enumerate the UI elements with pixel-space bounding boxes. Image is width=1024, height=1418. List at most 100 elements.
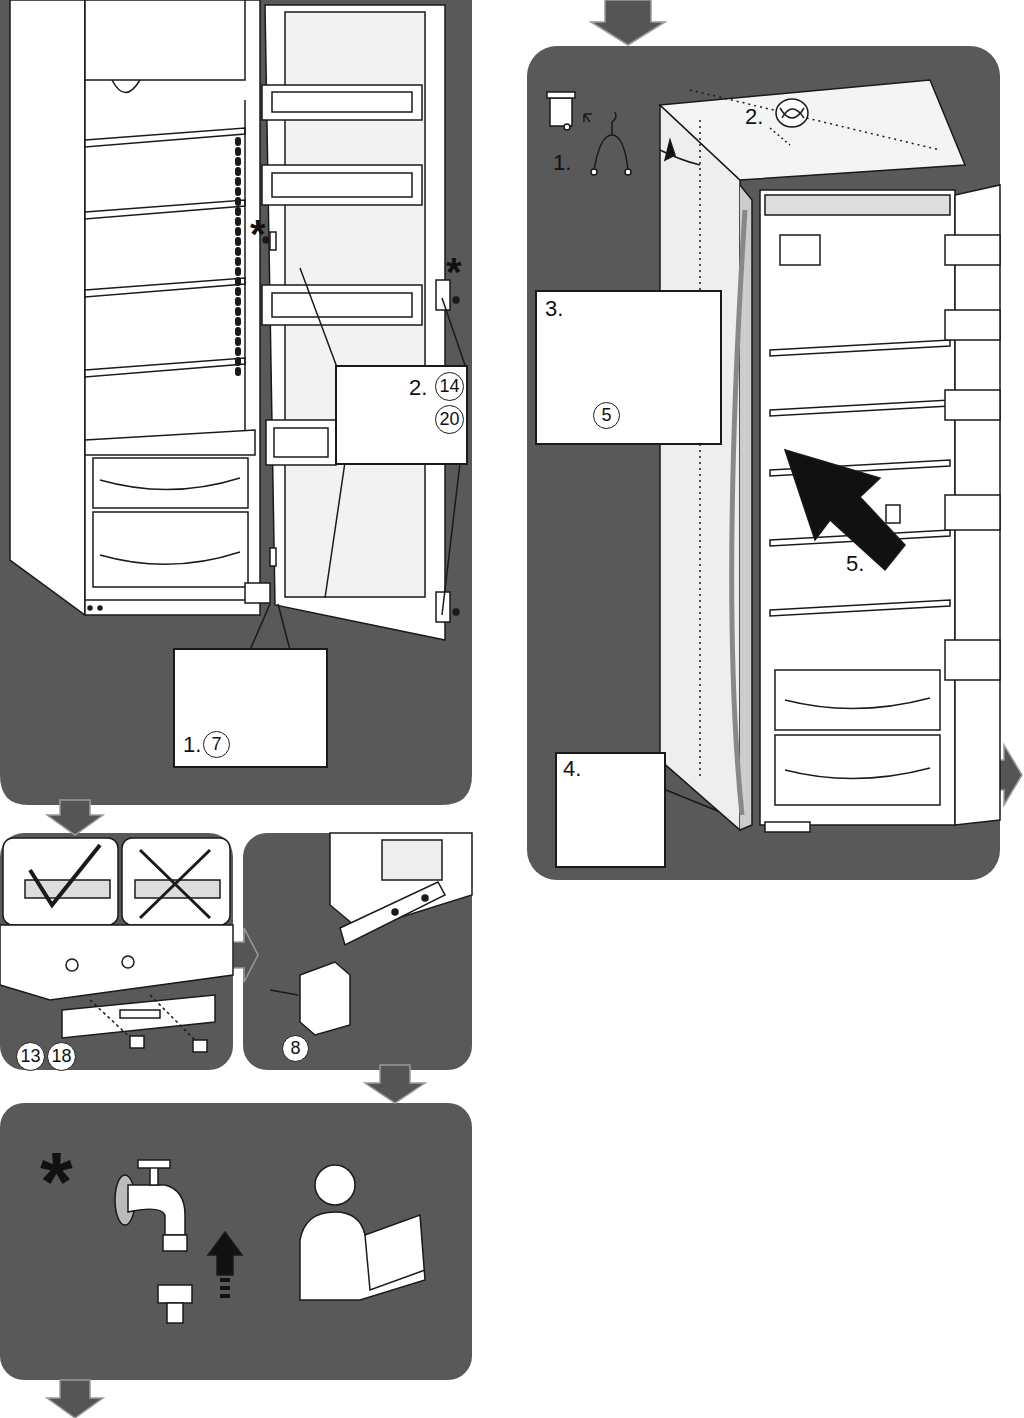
hinge-cover-step-part xyxy=(300,962,350,1035)
step-number: 2. xyxy=(745,106,763,128)
remove-packaging-icons-part xyxy=(776,99,808,127)
fridge-open-part xyxy=(10,0,85,615)
niche-installation-part xyxy=(660,80,965,180)
niche-installation-part xyxy=(770,600,950,616)
niche-installation-part xyxy=(945,640,1000,680)
detail-inset: 1.7 xyxy=(173,648,328,768)
hinge-cover-step-part xyxy=(392,909,398,915)
step-number: 2. xyxy=(409,377,427,399)
detail-inset: 2. 14 20 xyxy=(335,365,468,465)
water-connection-note-part xyxy=(158,1285,192,1303)
fridge-door-part xyxy=(272,92,412,112)
fridge-open-part xyxy=(93,512,248,587)
niche-installation-part xyxy=(665,140,675,160)
fridge-open-part xyxy=(93,458,248,508)
bottom-bracket-step-part xyxy=(62,995,215,1038)
niche-installation-part xyxy=(760,190,955,825)
remove-packaging-icons-part xyxy=(591,169,597,175)
fridge-open-part xyxy=(85,0,260,615)
fridge-open-part xyxy=(85,358,245,377)
remove-packaging-icons-part xyxy=(547,92,575,98)
remove-packaging-icons-part xyxy=(612,112,616,135)
remove-packaging-icons-part xyxy=(780,108,804,118)
fridge-open-part xyxy=(85,278,245,297)
fridge-open xyxy=(10,0,270,615)
leader-lines-part xyxy=(250,604,270,650)
note-asterisk: * xyxy=(446,252,462,292)
step-panels-part xyxy=(0,1103,472,1380)
niche-installation-part xyxy=(765,195,950,215)
water-connection-note-part xyxy=(315,1165,355,1205)
callout-circle: 14 xyxy=(435,372,464,401)
hinge-cover-step-part xyxy=(382,840,442,880)
niche-installation-part xyxy=(690,90,940,150)
callout-number: 5 xyxy=(594,403,619,428)
remove-packaging-icons xyxy=(547,92,808,175)
remove-packaging-icons-part xyxy=(770,128,790,145)
leader-lines-part xyxy=(300,268,338,370)
fridge-door-part xyxy=(270,232,276,250)
bottom-bracket-step-part xyxy=(90,1000,135,1042)
niche-installation-part xyxy=(785,698,930,779)
fridge-open-part xyxy=(98,606,102,610)
fridge-door-part xyxy=(262,85,422,120)
step-number: 5. xyxy=(846,553,864,575)
callout-number: 8 xyxy=(283,1036,308,1061)
remove-packaging-icons-part xyxy=(584,114,592,122)
hinge-cover-step xyxy=(270,833,472,1035)
step-panels-part xyxy=(243,833,472,1070)
step-number: 1. xyxy=(553,152,571,174)
niche-installation-part xyxy=(785,450,905,570)
leader-lines-part xyxy=(325,462,345,598)
fridge-open-part xyxy=(245,583,270,603)
callout-circle: 13 xyxy=(16,1042,45,1071)
bottom-bracket-step-part xyxy=(0,925,233,1000)
bottom-bracket-step-part xyxy=(193,1040,207,1052)
leader-lines-part xyxy=(442,463,460,615)
water-connection-note xyxy=(115,1160,425,1323)
niche-installation-part xyxy=(945,390,1000,420)
step-number: 1. xyxy=(183,734,201,756)
niche-installation-part xyxy=(765,822,810,832)
callout-circle: 5 xyxy=(593,402,620,429)
fridge-door xyxy=(262,5,459,640)
niche-installation xyxy=(660,80,1000,832)
water-connection-note-part xyxy=(163,1235,187,1251)
remove-packaging-icons-part xyxy=(564,124,570,130)
fridge-door-part xyxy=(262,165,422,205)
niche-installation-part xyxy=(732,210,745,815)
water-connection-note-part xyxy=(220,1278,230,1300)
fridge-open-part xyxy=(88,606,92,610)
fridge-door-part xyxy=(272,173,412,197)
note-asterisk: * xyxy=(40,1140,73,1224)
fridge-door-part xyxy=(266,420,336,465)
leader-lines-part xyxy=(442,298,466,368)
fridge-door-part xyxy=(453,609,459,615)
step-panels-part xyxy=(0,833,233,1070)
callout-circle: 7 xyxy=(203,731,230,758)
niche-installation-part xyxy=(660,150,700,165)
niche-installation-part xyxy=(770,340,950,356)
water-connection-note-part xyxy=(365,1235,425,1290)
remove-packaging-icons-part xyxy=(625,169,631,175)
water-connection-note-part xyxy=(208,1232,242,1275)
flow-arrows xyxy=(47,0,1022,1418)
step-panels xyxy=(0,0,1000,1380)
callout-number: 7 xyxy=(204,732,229,757)
niche-installation-part xyxy=(699,120,701,780)
niche-installation-part xyxy=(945,235,1000,265)
bottom-bracket-step xyxy=(0,838,233,1052)
water-connection-note-part xyxy=(138,1160,170,1168)
niche-installation-part xyxy=(886,505,900,523)
niche-installation-part xyxy=(660,105,740,830)
fridge-open-part xyxy=(85,200,245,219)
hinge-cover-step-part xyxy=(270,990,298,995)
remove-packaging-icons-part xyxy=(550,98,572,126)
fridge-open-part xyxy=(85,0,245,80)
flow-arrows-part xyxy=(233,928,258,982)
fridge-open-part xyxy=(100,478,240,490)
flow-arrows-part xyxy=(47,800,103,835)
fridge-door-part xyxy=(274,428,328,457)
detail-inset: 4. xyxy=(555,752,666,868)
callout-circle: 20 xyxy=(435,405,464,434)
